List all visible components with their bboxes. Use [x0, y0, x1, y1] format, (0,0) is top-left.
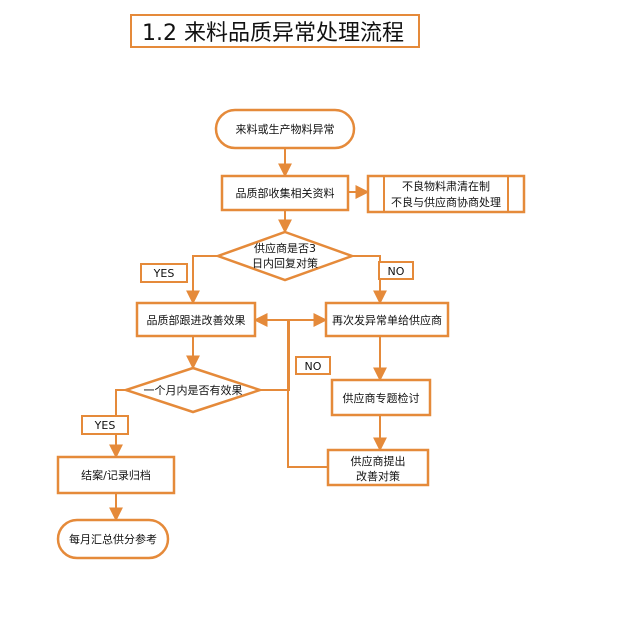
decision1-line2: 日内回复对策 — [252, 256, 318, 270]
connectors — [109, 148, 387, 522]
review-box: 供应商专题检讨 — [330, 378, 432, 417]
svg-text:YES: YES — [153, 267, 175, 280]
yes-label-1: YES — [140, 263, 188, 283]
propose-line1: 供应商提出 — [351, 454, 406, 468]
propose-line2: 改善对策 — [356, 469, 400, 483]
follow-up-box: 品质部跟进改善效果 — [135, 301, 257, 338]
close-box: 结案/记录归档 — [56, 455, 176, 495]
collect-box-label: 品质部收集相关资料 — [236, 186, 335, 200]
svg-text:NO: NO — [305, 360, 322, 373]
arrow-decision2-no — [260, 313, 328, 391]
no-label-2: NO — [295, 356, 331, 375]
yes-label-2: YES — [81, 415, 129, 435]
svg-text:NO: NO — [388, 265, 405, 278]
arrow-propose-to-follow — [253, 313, 328, 468]
page-title-text: 1.2 来料品质异常处理流程 — [142, 21, 404, 46]
decision-effective-in-month: 一个月内是否有效果 — [121, 366, 265, 414]
resend-box: 再次发异常单给供应商 — [324, 301, 450, 338]
arrow-decision1-yes — [186, 255, 218, 305]
arrow-decision1-no — [352, 255, 387, 305]
propose-box: 供应商提出 改善对策 — [326, 448, 430, 487]
resend-box-label: 再次发异常单给供应商 — [332, 313, 442, 327]
no-label-1: NO — [378, 261, 414, 280]
decision1-line1: 供应商是否3 — [254, 241, 316, 255]
decision2-label: 一个月内是否有效果 — [144, 383, 243, 397]
side-process-line2: 不良与供应商协商处理 — [391, 195, 501, 209]
follow-up-box-label: 品质部跟进改善效果 — [147, 313, 246, 327]
monthly-terminal-label: 每月汇总供分参考 — [69, 532, 157, 546]
start-terminal: 来料或生产物料异常 — [214, 108, 356, 150]
page-title: 1.2 来料品质异常处理流程 — [130, 14, 420, 48]
monthly-terminal: 每月汇总供分参考 — [56, 518, 170, 560]
side-process-line1: 不良物料肃清在制 — [402, 179, 490, 193]
collect-box: 品质部收集相关资料 — [220, 174, 350, 212]
svg-text:YES: YES — [94, 419, 116, 432]
side-process-box: 不良物料肃清在制 不良与供应商协商处理 — [366, 174, 526, 214]
close-box-label: 结案/记录归档 — [81, 468, 151, 482]
review-box-label: 供应商专题检讨 — [343, 391, 420, 405]
start-terminal-label: 来料或生产物料异常 — [236, 122, 335, 136]
decision-reply-in-3-days: 供应商是否3 日内回复对策 — [214, 230, 356, 282]
